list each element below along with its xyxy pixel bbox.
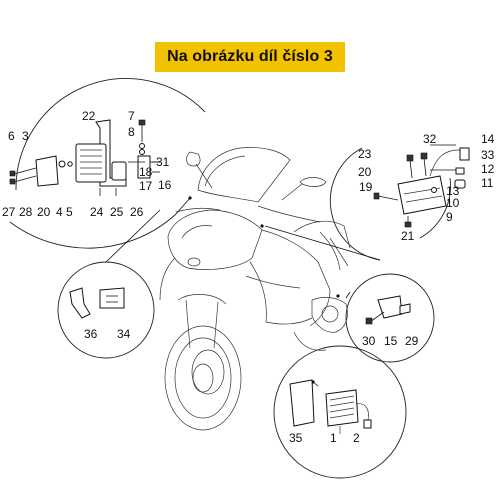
- callout-25: 25: [110, 205, 124, 219]
- callout-35: 35: [289, 431, 303, 445]
- callout-32: 32: [423, 132, 437, 146]
- callout-28: 28: [19, 205, 33, 219]
- callout-16: 16: [158, 178, 172, 192]
- callout-7: 7: [128, 109, 135, 123]
- callout-36: 36: [84, 327, 98, 341]
- callout-26: 26: [130, 205, 144, 219]
- part-group-bottom: [289, 379, 372, 434]
- callout-9: 9: [446, 210, 453, 224]
- callout-6: 6: [8, 129, 15, 143]
- callout-31: 31: [156, 155, 170, 169]
- callout-18: 18: [139, 165, 153, 179]
- callout-10: 10: [446, 196, 460, 210]
- callout-30: 30: [362, 334, 376, 348]
- callout-12: 12: [481, 162, 495, 176]
- callout-24: 24: [90, 205, 104, 219]
- callout-3: 3: [22, 129, 29, 143]
- callout-1: 1: [330, 431, 337, 445]
- scooter-illustration: [159, 147, 351, 431]
- callout-4: 4: [56, 205, 63, 219]
- detail-circle-left-middle: [57, 261, 155, 359]
- label-leaders: [128, 144, 456, 173]
- callout-21: 21: [401, 229, 415, 243]
- callout-20b: 20: [358, 165, 372, 179]
- part-group-top-left: [9, 119, 160, 196]
- callout-13: 13: [446, 184, 460, 198]
- detail-circle-right-middle: [345, 273, 435, 363]
- detail-circle-top-right-b: [419, 177, 451, 239]
- detail-circle-top-left: [15, 78, 206, 191]
- part-group-right-middle: [365, 295, 411, 325]
- detail-circle-bottom: [273, 345, 407, 479]
- callout-14: 14: [481, 132, 495, 146]
- callout-34: 34: [117, 327, 131, 341]
- callout-5: 5: [66, 205, 73, 219]
- part-group-top-right: [373, 147, 470, 228]
- callout-27: 27: [2, 205, 16, 219]
- callout-2: 2: [353, 431, 360, 445]
- callout-17: 17: [139, 179, 153, 193]
- banner-text: Na obrázku díl číslo 3: [167, 48, 333, 65]
- callout-8: 8: [128, 125, 135, 139]
- part-group-left-middle: [69, 287, 125, 319]
- callout-labels: 6 3 22 7 8 31 18 17 16 27 28 20 4 5 24 2…: [2, 109, 495, 445]
- callout-20: 20: [37, 205, 51, 219]
- part-number-banner: Na obrázku díl číslo 3: [155, 42, 345, 72]
- callout-33: 33: [481, 148, 495, 162]
- callout-29: 29: [405, 334, 419, 348]
- detail-circle-top-right: [329, 147, 381, 261]
- callout-22: 22: [82, 109, 96, 123]
- detail-circle-top-left-bottom: [9, 213, 177, 249]
- callout-23: 23: [358, 147, 372, 161]
- leader-lines: [105, 197, 381, 387]
- callout-11: 11: [481, 176, 494, 190]
- callout-15: 15: [384, 334, 398, 348]
- callout-19: 19: [359, 180, 373, 194]
